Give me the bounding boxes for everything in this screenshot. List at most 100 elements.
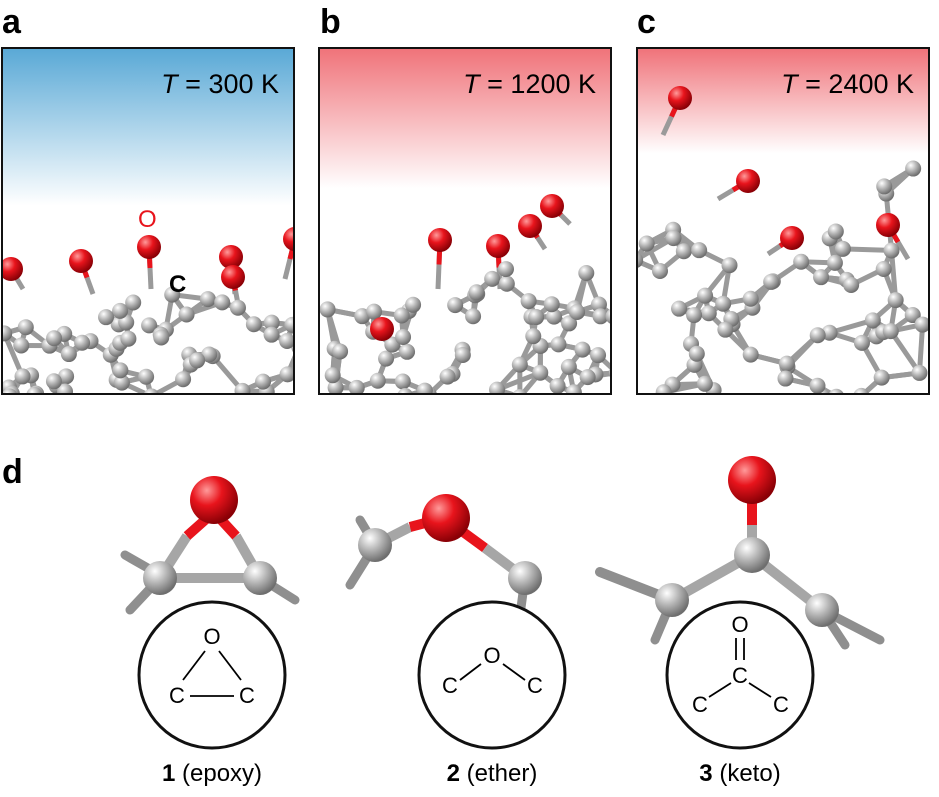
carbon-atom <box>366 303 383 320</box>
carbon-atom <box>320 301 336 318</box>
carbon-atom <box>120 330 137 347</box>
carbon-atom <box>512 388 527 393</box>
carbon-atom <box>405 296 422 313</box>
carbon-atom <box>141 317 158 334</box>
ether-scheme: O C C <box>417 600 567 750</box>
epoxy-model <box>120 476 300 615</box>
carbon-atom <box>3 325 13 342</box>
carbon-atom <box>592 308 609 325</box>
carbon-atom <box>113 374 130 391</box>
carbon-atom <box>875 260 892 277</box>
carbon-atom <box>873 369 890 386</box>
carbon-atom <box>525 328 542 345</box>
carbon-atom <box>284 316 293 333</box>
carbon-atom <box>652 263 668 280</box>
carbon-atom <box>675 243 692 260</box>
scheme-oxygen: O <box>731 612 748 637</box>
carbon-atom <box>279 332 293 349</box>
carbon-atom <box>175 371 192 388</box>
carbon-atom <box>332 343 349 360</box>
carbon-atom <box>454 346 471 363</box>
carbon-atom <box>532 364 549 381</box>
caption-ether: 2 (ether) <box>446 760 538 787</box>
carbon-atom <box>686 307 703 324</box>
carbon-atom <box>864 312 881 329</box>
oxygen-atom <box>283 227 293 251</box>
carbon-atom <box>234 382 251 393</box>
carbon-atom <box>263 314 280 331</box>
oxygen-atom <box>190 476 238 524</box>
carbon-atom <box>358 528 392 562</box>
oxygen-atom <box>780 226 804 250</box>
carbon-atom <box>827 223 844 240</box>
carbon-atom <box>74 334 91 351</box>
carbon-atom <box>17 319 34 336</box>
carbon-atom <box>853 334 870 351</box>
oxygen-atom <box>728 456 776 504</box>
panel-letter-b: b <box>320 3 341 41</box>
carbon-atom <box>882 323 899 340</box>
epoxy-scheme: O C C <box>137 600 287 750</box>
carbon-atom <box>763 273 780 290</box>
carbon-atom <box>697 287 714 304</box>
carbon-atom <box>742 346 759 363</box>
oxygen-atom <box>3 257 23 281</box>
panel-letter-a: a <box>2 3 21 41</box>
carbon-atom <box>805 593 839 627</box>
carbon-atom <box>793 253 810 270</box>
panel-c-temperature: T = 2400 K <box>781 69 914 99</box>
carbon-atom <box>164 286 181 303</box>
carbon-atom <box>178 306 195 323</box>
carbon-atom <box>696 375 713 392</box>
carbon-atom <box>608 368 610 377</box>
panel-b-structure <box>320 49 610 393</box>
caption-keto: 3 (keto) <box>699 760 781 787</box>
scheme-carbon: C <box>527 673 543 698</box>
carbon-atom <box>655 384 672 393</box>
carbon-atom <box>229 299 246 316</box>
carbon-atom <box>911 364 928 381</box>
oxygen-atom <box>540 194 564 218</box>
keto-model <box>595 456 885 650</box>
oxygen-atom <box>370 317 394 341</box>
carbon-atom <box>843 276 860 293</box>
oxygen-atom <box>69 249 93 273</box>
carbon-atom <box>821 324 838 341</box>
carbon-atom <box>560 358 577 375</box>
carbon-atom <box>201 346 218 363</box>
oxygen-label: O <box>138 206 157 233</box>
carbon-atom <box>876 178 893 195</box>
scheme-carbon: C <box>692 692 708 717</box>
carbon-atom <box>549 377 566 393</box>
carbon-atom <box>715 295 732 312</box>
scheme-carbon: C <box>169 683 185 708</box>
panel-c-structure <box>638 49 928 393</box>
carbon-atom <box>809 377 826 393</box>
carbon-atom <box>465 308 482 325</box>
scheme-carbon: C <box>773 692 789 717</box>
panel-a-box: T = 300 K O C <box>1 47 295 395</box>
carbon-atom <box>528 309 545 326</box>
carbon-atom <box>125 294 142 311</box>
oxygen-atom <box>486 234 510 258</box>
carbon-atom <box>498 275 515 292</box>
carbon-atom <box>671 300 688 317</box>
carbon-atom <box>497 261 514 278</box>
carbon-atom <box>561 315 578 332</box>
carbon-atom <box>700 305 717 322</box>
carbon-atom <box>26 386 43 393</box>
carbon-atom <box>638 235 655 252</box>
carbon-atom <box>447 297 464 314</box>
carbon-atom <box>397 387 413 393</box>
carbon-atom <box>153 329 170 346</box>
panel-letter-c: c <box>637 3 656 41</box>
oxygen-atom <box>428 228 452 252</box>
carbon-atom <box>590 347 607 364</box>
carbon-atom <box>199 291 216 308</box>
carbon-atom <box>543 296 560 313</box>
ether-model <box>345 494 542 620</box>
carbon-atom <box>46 330 63 347</box>
panel-b-temperature: T = 1200 K <box>463 69 596 99</box>
oxygen-atom <box>876 213 900 237</box>
carbon-atom <box>279 366 293 383</box>
